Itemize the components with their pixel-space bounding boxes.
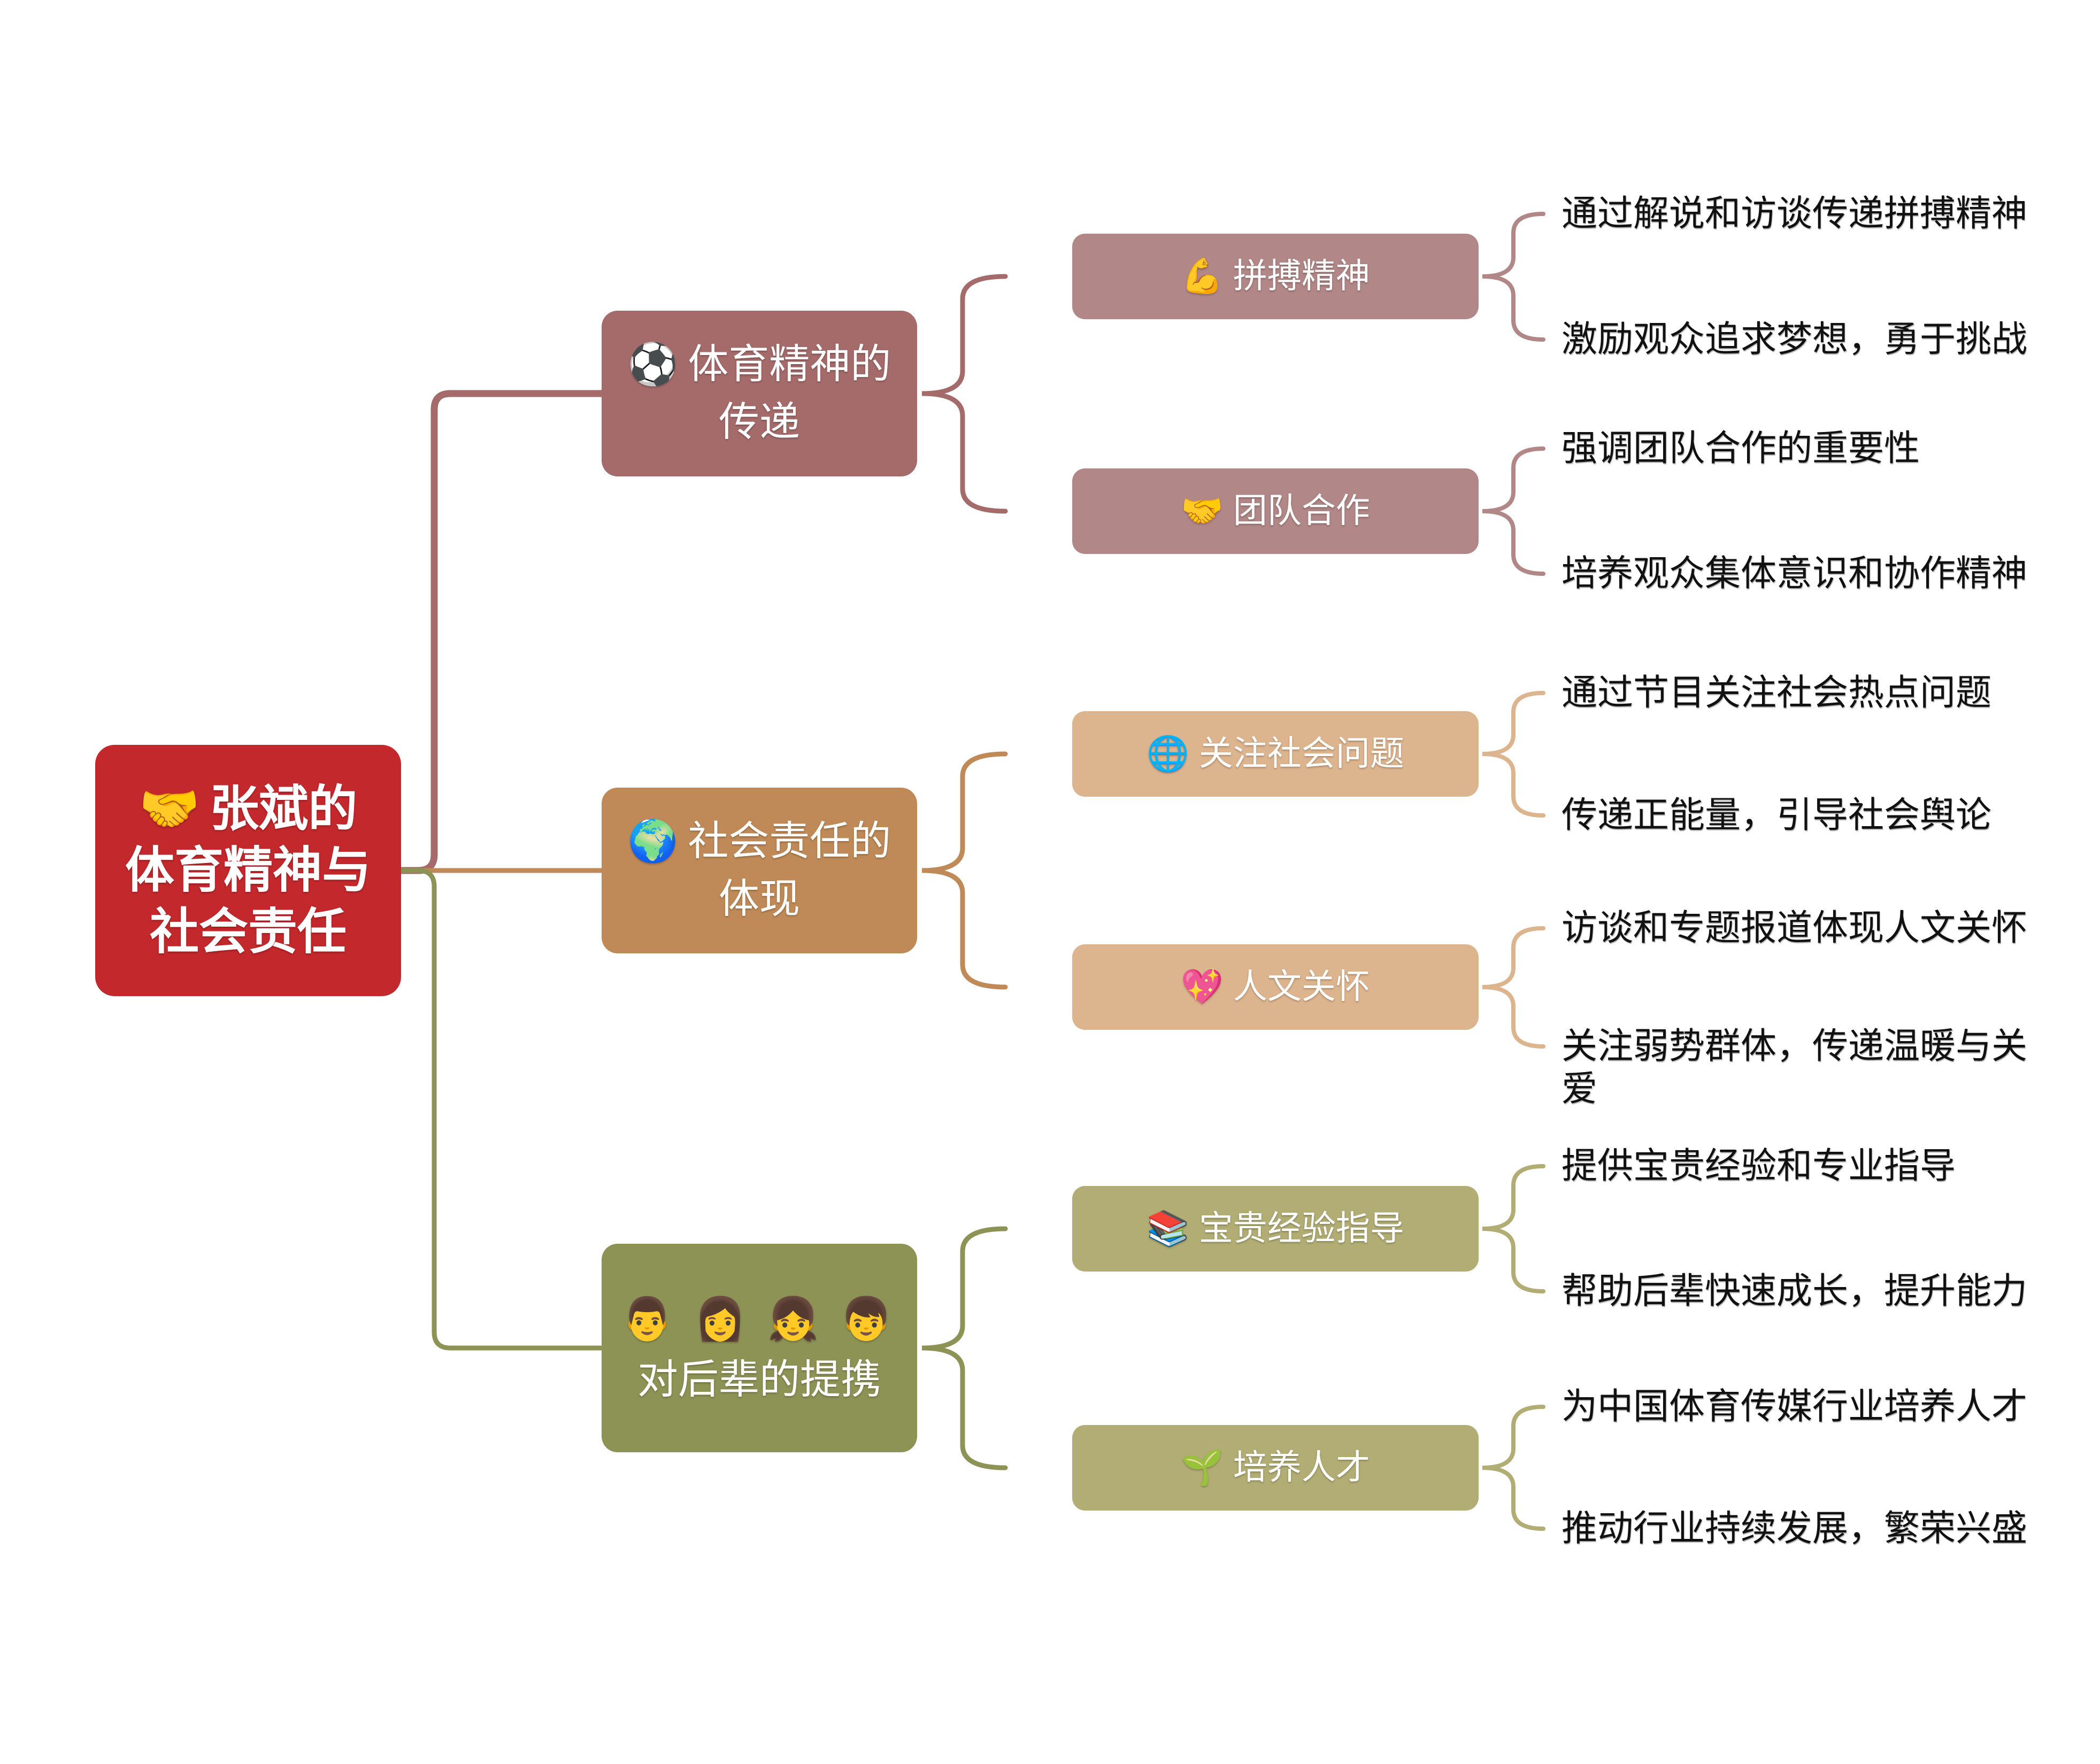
leaf-node[interactable]: 培养观众集体意识和协作精神 bbox=[1561, 554, 2027, 594]
branch-node-mentoring-juniors[interactable]: 👨 👩 👧 👦 对后辈的提携 bbox=[602, 1244, 917, 1452]
leaf-node[interactable]: 提供宝贵经验和专业指导 bbox=[1561, 1146, 1956, 1186]
sub2a-brace bbox=[1482, 691, 1545, 818]
sub-node-label: 关注社会问题 bbox=[1198, 735, 1404, 773]
seedling-icon: 🌱 bbox=[1181, 1449, 1224, 1486]
flexed-biceps-icon: 💪 bbox=[1181, 257, 1224, 295]
branch-node-social-responsibility[interactable]: 🌍社会责任的体现 bbox=[602, 788, 917, 953]
root-branch3-connector bbox=[398, 868, 604, 1351]
sub-node-label: 宝贵经验指导 bbox=[1198, 1210, 1404, 1247]
leaf-node[interactable]: 传递正能量，引导社会舆论 bbox=[1561, 796, 1991, 835]
sub1b-brace bbox=[1482, 446, 1545, 576]
sub-node-social-issues[interactable]: 🌐关注社会问题 bbox=[1072, 711, 1479, 797]
branch2-brace bbox=[921, 751, 1008, 990]
leaf-node[interactable]: 关注弱势群体，传递温暖与关爱 bbox=[1561, 1027, 2027, 1109]
branch-node-text: 🌍社会责任的体现 bbox=[620, 813, 899, 928]
root-node-label: 张斌的体育精神与社会责任 bbox=[125, 781, 371, 959]
leaf-node[interactable]: 访谈和专题报道体现人文关怀 bbox=[1561, 908, 2027, 948]
sub-node-label: 培养人才 bbox=[1233, 1449, 1370, 1486]
books-icon: 📚 bbox=[1147, 1210, 1189, 1247]
sub3a-brace bbox=[1482, 1164, 1545, 1293]
branch-node-sports-spirit[interactable]: ⚽体育精神的传递 bbox=[602, 311, 917, 476]
root-node-text: 🤝张斌的体育精神与社会责任 bbox=[117, 779, 380, 963]
sub1a-brace bbox=[1482, 212, 1545, 342]
sparkling-heart-icon: 💖 bbox=[1181, 968, 1224, 1006]
sub-node-label: 团队合作 bbox=[1233, 492, 1370, 530]
sub2b-brace bbox=[1482, 926, 1545, 1049]
branch-node-label: 对后辈的提携 bbox=[637, 1358, 881, 1403]
globe-icon: 🌍 bbox=[627, 819, 679, 864]
family-emojis-icon: 👨 👩 👧 👦 bbox=[621, 1296, 898, 1342]
leaf-node[interactable]: 推动行业持续发展，繁荣兴盛 bbox=[1561, 1509, 2027, 1549]
leaf-node[interactable]: 强调团队合作的重要性 bbox=[1561, 429, 1920, 468]
branch-node-text: ⚽体育精神的传递 bbox=[620, 336, 899, 451]
sub-node-talent-cultivation[interactable]: 🌱培养人才 bbox=[1072, 1425, 1479, 1511]
globe-meridians-icon: 🌐 bbox=[1147, 735, 1189, 773]
sub-node-fighting-spirit[interactable]: 💪拼搏精神 bbox=[1072, 234, 1479, 319]
branch-node-label: 社会责任的体现 bbox=[688, 819, 891, 922]
handshake-icon: 🤝 bbox=[139, 781, 201, 836]
root-node[interactable]: 🤝张斌的体育精神与社会责任 bbox=[95, 745, 401, 996]
sub-node-teamwork[interactable]: 🤝团队合作 bbox=[1072, 468, 1479, 554]
sub-node-humanistic-care[interactable]: 💖人文关怀 bbox=[1072, 944, 1479, 1030]
branch-node-label: 体育精神的传递 bbox=[688, 342, 891, 445]
root-branch1-connector bbox=[397, 390, 605, 874]
leaf-node[interactable]: 通过节目关注社会热点问题 bbox=[1561, 673, 1991, 713]
sub-node-experience-guidance[interactable]: 📚宝贵经验指导 bbox=[1072, 1186, 1479, 1272]
leaf-node[interactable]: 为中国体育传媒行业培养人才 bbox=[1561, 1387, 2027, 1427]
leaf-node[interactable]: 激励观众追求梦想，勇于挑战 bbox=[1561, 320, 2027, 359]
handshake-icon: 🤝 bbox=[1181, 492, 1224, 530]
sub-node-label: 人文关怀 bbox=[1233, 968, 1370, 1006]
leaf-node[interactable]: 帮助后辈快速成长，提升能力 bbox=[1561, 1272, 2027, 1311]
soccer-ball-icon: ⚽ bbox=[627, 342, 679, 387]
sub3b-brace bbox=[1482, 1405, 1545, 1531]
branch1-brace bbox=[921, 274, 1008, 514]
leaf-node[interactable]: 通过解说和访谈传递拼搏精神 bbox=[1561, 194, 2027, 234]
branch3-brace bbox=[921, 1226, 1008, 1470]
sub-node-label: 拼搏精神 bbox=[1233, 257, 1370, 295]
